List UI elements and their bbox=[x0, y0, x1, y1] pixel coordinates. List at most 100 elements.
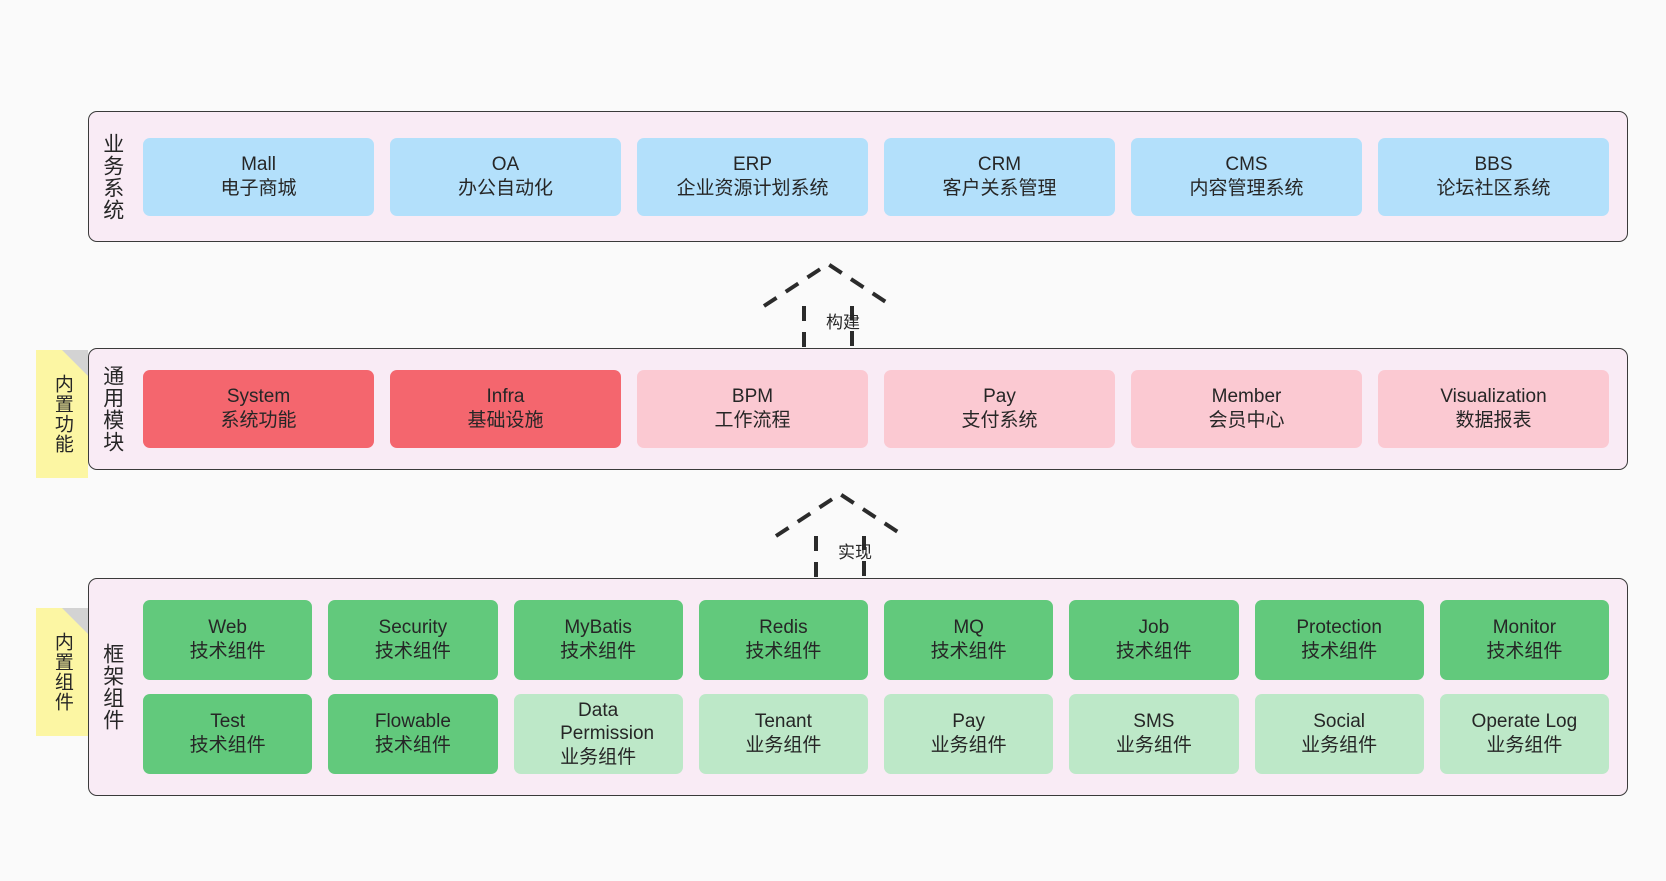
sticky-note-builtin-components: 内置组件 bbox=[36, 608, 88, 736]
card-title: Pay bbox=[983, 386, 1016, 408]
layer-title-framework-components: 框架组件 bbox=[100, 643, 124, 731]
layer-body-framework-components: Web 技术组件 Security 技术组件 MyBatis 技术组件 Redi… bbox=[135, 579, 1627, 795]
card-title: Member bbox=[1211, 386, 1282, 408]
card-title: CMS bbox=[1225, 153, 1268, 175]
card-job[interactable]: Job 技术组件 bbox=[1069, 600, 1239, 680]
card-title: Protection bbox=[1296, 617, 1382, 639]
card-system[interactable]: System 系统功能 bbox=[143, 370, 374, 448]
card-title: Monitor bbox=[1492, 617, 1557, 639]
card-protection[interactable]: Protection 技术组件 bbox=[1254, 600, 1424, 680]
card-redis[interactable]: Redis 技术组件 bbox=[698, 600, 868, 680]
card-title: Infra bbox=[486, 386, 525, 408]
layer-body-business-systems: Mall 电子商城 OA 办公自动化 ERP 企业资源计划系统 CRM 客户关系… bbox=[135, 112, 1627, 241]
card-title: Mall bbox=[241, 153, 276, 175]
layer-title-common-modules: 通用模块 bbox=[100, 365, 124, 453]
card-web[interactable]: Web 技术组件 bbox=[143, 600, 313, 680]
card-bbs[interactable]: BBS 论坛社区系统 bbox=[1378, 137, 1609, 216]
card-row: Test 技术组件 Flowable 技术组件 Data Permission … bbox=[143, 694, 1609, 774]
card-title: SMS bbox=[1133, 711, 1175, 733]
card-subtitle: 技术组件 bbox=[189, 641, 266, 662]
card-subtitle: 工作流程 bbox=[714, 410, 791, 431]
card-subtitle: 业务组件 bbox=[1115, 735, 1192, 756]
card-mybatis[interactable]: MyBatis 技术组件 bbox=[513, 600, 683, 680]
card-title: MQ bbox=[953, 617, 984, 639]
card-subtitle: 系统功能 bbox=[220, 410, 297, 431]
card-title: Tenant bbox=[754, 711, 812, 733]
card-member[interactable]: Member 会员中心 bbox=[1131, 370, 1362, 448]
card-subtitle: 办公自动化 bbox=[457, 177, 553, 199]
card-test[interactable]: Test 技术组件 bbox=[143, 694, 313, 774]
card-erp[interactable]: ERP 企业资源计划系统 bbox=[637, 137, 868, 216]
card-title: Social bbox=[1313, 711, 1365, 733]
card-flowable[interactable]: Flowable 技术组件 bbox=[328, 694, 498, 774]
layer-title-business-systems: 业务系统 bbox=[100, 132, 124, 221]
card-subtitle: 客户关系管理 bbox=[942, 177, 1057, 199]
build-arrow: 构建 bbox=[760, 258, 920, 362]
card-subtitle: 企业资源计划系统 bbox=[676, 177, 829, 199]
card-subtitle: 技术组件 bbox=[1301, 641, 1378, 662]
card-cms[interactable]: CMS 内容管理系统 bbox=[1131, 137, 1362, 216]
card-tenant[interactable]: Tenant 业务组件 bbox=[698, 694, 868, 774]
folded-corner-icon bbox=[62, 350, 88, 376]
card-subtitle: 基础设施 bbox=[467, 410, 544, 431]
card-row: Mall 电子商城 OA 办公自动化 ERP 企业资源计划系统 CRM 客户关系… bbox=[143, 137, 1609, 216]
card-subtitle: 论坛社区系统 bbox=[1436, 177, 1551, 199]
card-title: ERP bbox=[732, 153, 773, 175]
card-title: Data Permission bbox=[560, 699, 655, 745]
card-title: MyBatis bbox=[564, 617, 632, 639]
card-title: Job bbox=[1138, 617, 1170, 639]
card-subtitle: 内容管理系统 bbox=[1189, 177, 1304, 199]
card-title: System bbox=[226, 386, 291, 408]
card-title: Operate Log bbox=[1471, 711, 1578, 733]
card-subtitle: 技术组件 bbox=[745, 641, 822, 662]
card-title: Test bbox=[210, 711, 246, 733]
layer-common-modules: 通用模块 System 系统功能 Infra 基础设施 BPM 工作流程 Pay… bbox=[88, 348, 1628, 470]
card-subtitle: 数据报表 bbox=[1455, 410, 1532, 431]
card-sms[interactable]: SMS 业务组件 bbox=[1069, 694, 1239, 774]
card-monitor[interactable]: Monitor 技术组件 bbox=[1439, 600, 1609, 680]
card-row: System 系统功能 Infra 基础设施 BPM 工作流程 Pay 支付系统… bbox=[143, 370, 1609, 448]
sticky-note-label: 内置功能 bbox=[51, 374, 73, 454]
card-subtitle: 技术组件 bbox=[560, 641, 637, 662]
card-mall[interactable]: Mall 电子商城 bbox=[143, 137, 374, 216]
card-subtitle: 技术组件 bbox=[1486, 641, 1563, 662]
card-infra[interactable]: Infra 基础设施 bbox=[390, 370, 621, 448]
card-subtitle: 业务组件 bbox=[930, 735, 1007, 756]
card-bpm[interactable]: BPM 工作流程 bbox=[637, 370, 868, 448]
card-subtitle: 业务组件 bbox=[745, 735, 822, 756]
card-subtitle: 技术组件 bbox=[374, 735, 451, 756]
card-security[interactable]: Security 技术组件 bbox=[328, 600, 498, 680]
card-pay-component[interactable]: Pay 业务组件 bbox=[884, 694, 1054, 774]
card-title: Redis bbox=[759, 617, 808, 639]
card-title: Web bbox=[208, 617, 247, 639]
card-title: Visualization bbox=[1440, 386, 1547, 408]
card-subtitle: 业务组件 bbox=[1301, 735, 1378, 756]
card-subtitle: 技术组件 bbox=[930, 641, 1007, 662]
card-title: Security bbox=[378, 617, 448, 639]
card-crm[interactable]: CRM 客户关系管理 bbox=[884, 137, 1115, 216]
implement-arrow: 实现 bbox=[772, 488, 932, 592]
build-arrow-label: 构建 bbox=[826, 313, 861, 332]
card-subtitle: 技术组件 bbox=[374, 641, 451, 662]
card-social[interactable]: Social 业务组件 bbox=[1254, 694, 1424, 774]
card-subtitle: 技术组件 bbox=[189, 735, 266, 756]
card-subtitle: 电子商城 bbox=[220, 177, 297, 199]
card-data-permission[interactable]: Data Permission 业务组件 bbox=[513, 694, 683, 774]
card-row: Web 技术组件 Security 技术组件 MyBatis 技术组件 Redi… bbox=[143, 600, 1609, 680]
card-title: CRM bbox=[977, 153, 1022, 175]
card-subtitle: 会员中心 bbox=[1208, 410, 1285, 431]
layer-business-systems: 业务系统 Mall 电子商城 OA 办公自动化 ERP 企业资源计划系统 CRM… bbox=[88, 111, 1628, 242]
card-subtitle: 支付系统 bbox=[961, 410, 1038, 431]
card-title: BBS bbox=[1474, 153, 1513, 175]
implement-arrow-label: 实现 bbox=[838, 543, 873, 562]
card-visualization[interactable]: Visualization 数据报表 bbox=[1378, 370, 1609, 448]
card-mq[interactable]: MQ 技术组件 bbox=[884, 600, 1054, 680]
card-subtitle: 业务组件 bbox=[560, 746, 637, 768]
card-title: Pay bbox=[952, 711, 985, 733]
card-pay-module[interactable]: Pay 支付系统 bbox=[884, 370, 1115, 448]
card-operate-log[interactable]: Operate Log 业务组件 bbox=[1439, 694, 1609, 774]
layer-framework-components: 框架组件 Web 技术组件 Security 技术组件 MyBatis 技术组件… bbox=[88, 578, 1628, 796]
sticky-note-label: 内置组件 bbox=[51, 632, 73, 712]
card-oa[interactable]: OA 办公自动化 bbox=[390, 137, 621, 216]
layer-body-common-modules: System 系统功能 Infra 基础设施 BPM 工作流程 Pay 支付系统… bbox=[135, 349, 1627, 469]
